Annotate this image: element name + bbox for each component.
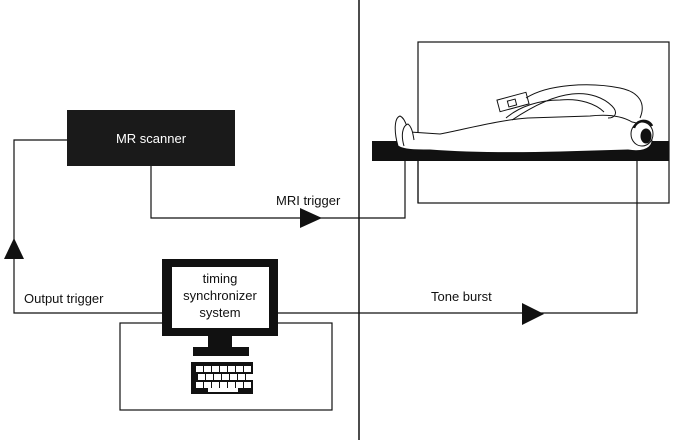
mri-trigger-label: MRI trigger [276,193,341,208]
monitor-line-2: synchronizer [183,288,257,303]
keyboard-key [246,374,253,380]
monitor-line-1: timing [203,271,238,286]
keyboard-key [204,366,211,372]
keyboard-key [228,366,235,372]
mri-trigger-line [150,158,406,219]
computer-monitor: timing synchronizer system [162,259,278,356]
keyboard-key [196,366,203,372]
output-trigger-line [13,139,162,314]
keyboard-key [206,374,213,380]
keyboard-key [214,374,221,380]
keyboard-key [236,366,243,372]
keyboard-key [220,366,227,372]
monitor-base [193,347,249,356]
keyboard-keys [196,366,253,392]
tone-burst-arrow [522,303,544,325]
keyboard-key [222,374,229,380]
mri-trigger-arrow [300,208,322,228]
output-trigger-label: Output trigger [24,291,104,306]
keyboard-key [196,382,203,388]
monitor-line-3: system [199,305,240,320]
keyboard-spacebar [208,388,238,392]
mr-scanner-box: MR scanner [67,110,235,166]
keyboard-key [238,374,245,380]
keyboard-key [212,382,219,388]
scanner-bore-outline [417,41,670,204]
keyboard [191,362,253,394]
patient-figure [394,84,654,154]
keyboard-key [198,374,205,380]
keyboard-key [244,382,251,388]
keyboard-key [204,382,211,388]
keyboard-key [236,382,243,388]
output-trigger-arrow [4,238,24,259]
keyboard-key [212,366,219,372]
keyboard-key [230,374,237,380]
tone-burst-label: Tone burst [431,289,492,304]
keyboard-key [228,382,235,388]
monitor-stand [208,336,232,347]
keyboard-key [244,366,251,372]
mr-scanner-label: MR scanner [116,131,187,146]
tone-burst-line [278,140,638,314]
keyboard-key [220,382,227,388]
